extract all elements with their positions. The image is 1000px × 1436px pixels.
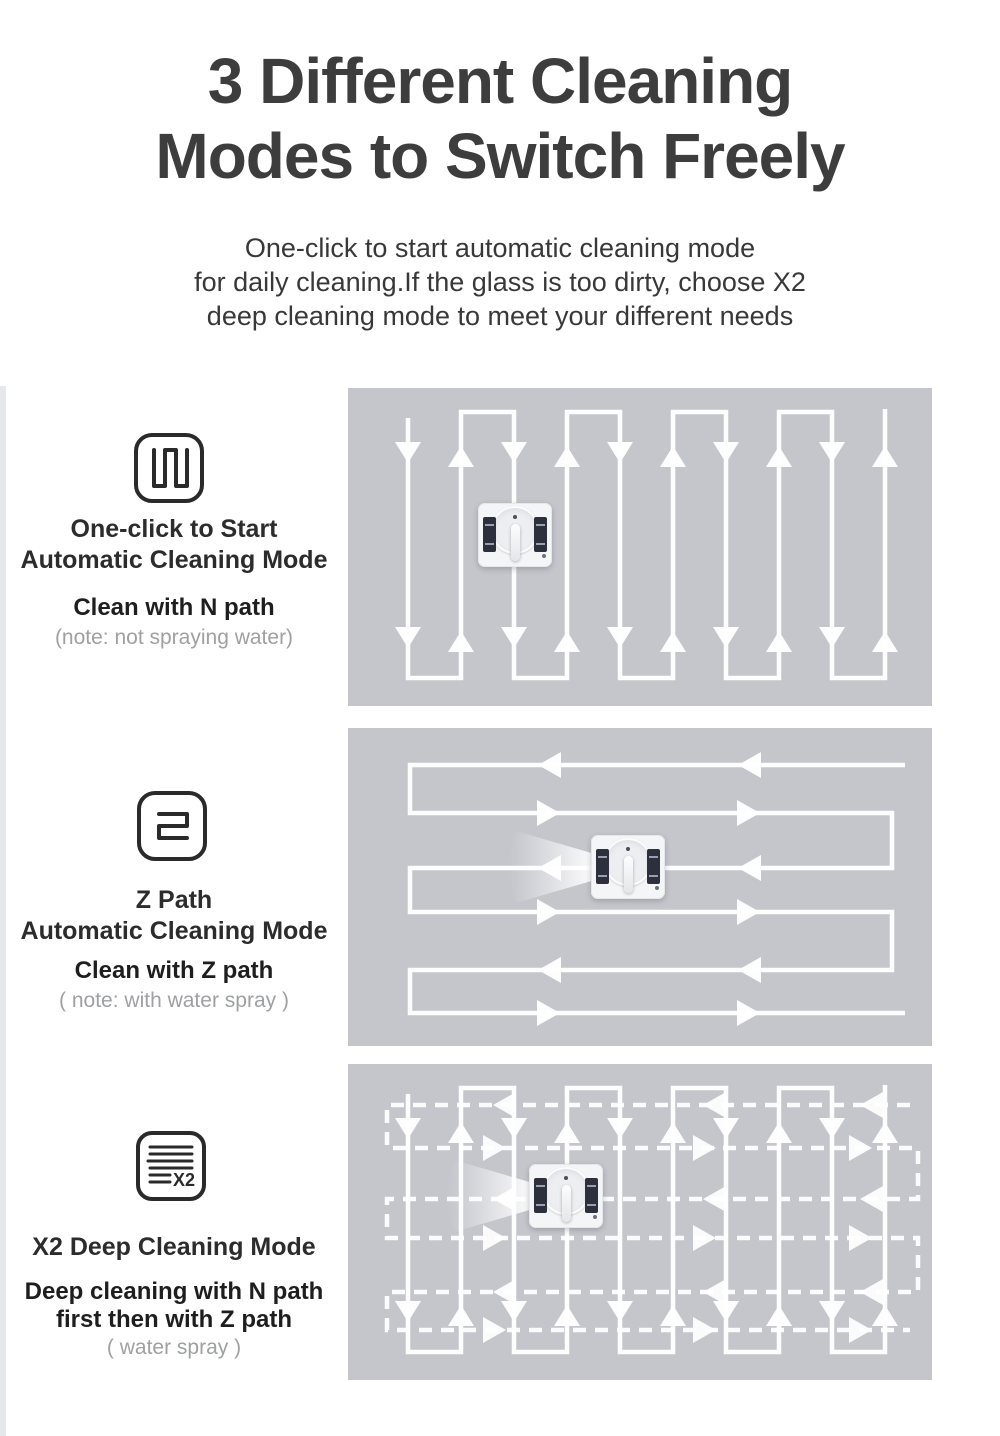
page-title: 3 Different Cleaning Modes to Switch Fre…: [0, 44, 1000, 194]
section1-title-line2: Automatic Cleaning Mode: [20, 546, 328, 574]
page-subtitle-line1: One-click to start automatic cleaning mo…: [244, 233, 756, 263]
n-path-icon: [134, 433, 204, 503]
robot-left-pad: [534, 1178, 547, 1213]
z-path-diagram-panel: [348, 728, 932, 1046]
z-path-icon: [137, 791, 207, 861]
robot-indicator-dot: [542, 554, 546, 558]
x2-deep-clean-icon: X2: [136, 1131, 206, 1201]
section3-title-line1: X2 Deep Cleaning Mode: [32, 1233, 316, 1261]
section1-subtitle-line1: Clean with N path: [73, 594, 275, 621]
window-cleaning-robot: [591, 835, 665, 899]
robot-indicator-dot: [593, 1215, 597, 1219]
section1-title-line1: One-click to Start: [70, 515, 278, 543]
robot-top-dot: [564, 1176, 568, 1180]
window-cleaning-robot: [478, 503, 552, 567]
section3-note: ( water spray ): [106, 1336, 242, 1359]
section1-title: One-click to Start Automatic Cleaning Mo…: [0, 514, 348, 576]
section1-subtitle: Clean with N path: [0, 594, 348, 622]
page-subtitle-line3: deep cleaning mode to meet your differen…: [206, 301, 794, 331]
x2-icon-label: X2: [173, 1170, 195, 1190]
cleaning-path-svg: [348, 388, 932, 706]
section2-title: Z Path Automatic Cleaning Mode: [0, 885, 348, 947]
robot-handle: [624, 856, 633, 893]
page-title-line2: Modes to Switch Freely: [155, 120, 845, 192]
section3-subtitle-line2: first then with Z path: [56, 1306, 292, 1333]
section3-subtitle: Deep cleaning with N path first then wit…: [0, 1278, 348, 1334]
robot-left-pad: [596, 849, 609, 884]
robot-indicator-dot: [655, 886, 659, 890]
robot-handle: [562, 1185, 571, 1222]
section3-title: X2 Deep Cleaning Mode: [0, 1232, 348, 1263]
robot-top-dot: [513, 515, 517, 519]
page-subtitle-line2: for daily cleaning.If the glass is too d…: [194, 267, 806, 297]
x2-path-diagram-panel: [348, 1064, 932, 1380]
page-subtitle: One-click to start automatic cleaning mo…: [0, 231, 1000, 333]
section2-subtitle-line1: Clean with Z path: [74, 957, 274, 984]
robot-left-pad: [483, 517, 496, 552]
robot-right-pad: [647, 849, 660, 884]
cleaning-path-svg: [348, 1064, 932, 1380]
n-path-diagram-panel: [348, 388, 932, 706]
robot-right-pad: [585, 1178, 598, 1213]
section2-subtitle: Clean with Z path: [0, 957, 348, 985]
window-cleaning-robot: [529, 1164, 603, 1228]
section1-note: (note: not spraying water): [54, 626, 294, 649]
robot-right-pad: [534, 517, 547, 552]
robot-top-dot: [626, 847, 630, 851]
section2-title-line2: Automatic Cleaning Mode: [20, 917, 328, 945]
photo-edge-artifact: [0, 386, 6, 1436]
section3-subtitle-line1: Deep cleaning with N path: [24, 1278, 324, 1305]
section2-title-line1: Z Path: [135, 886, 213, 914]
section2-note: ( note: with water spray ): [59, 989, 289, 1012]
robot-handle: [511, 524, 520, 561]
page-title-line1: 3 Different Cleaning: [207, 45, 794, 117]
